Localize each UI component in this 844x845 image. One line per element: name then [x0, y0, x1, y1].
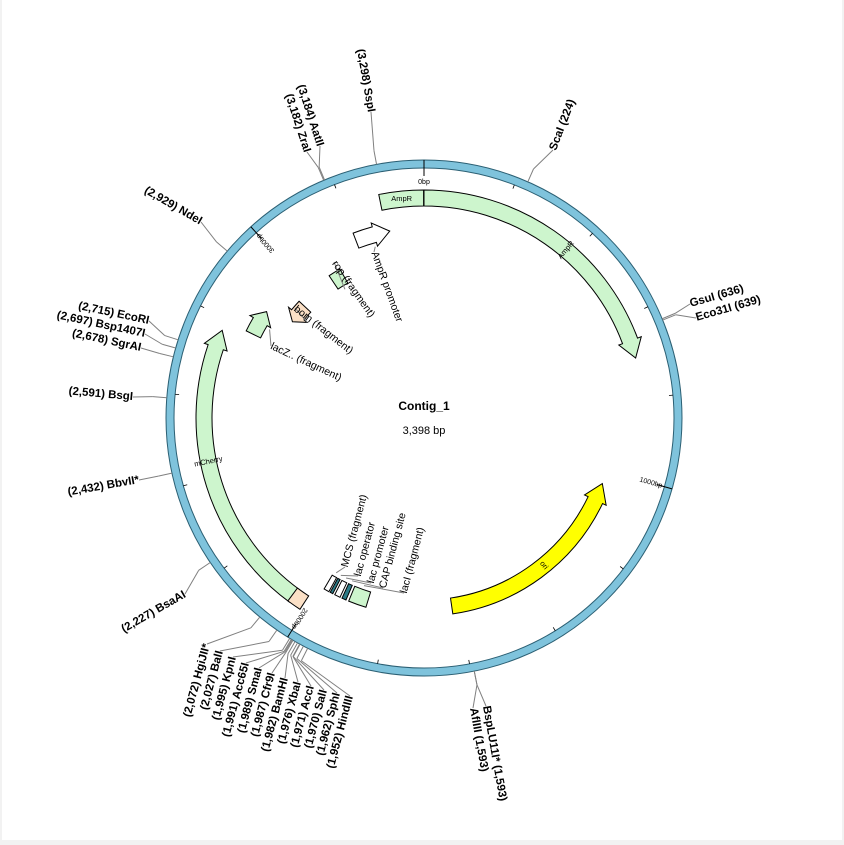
backbone-ring — [166, 160, 682, 676]
minor-tick — [224, 566, 227, 568]
tick-label: 1000bp — [639, 477, 663, 490]
minor-tick — [644, 307, 648, 309]
minor-tick — [183, 485, 187, 486]
site-leader — [675, 304, 690, 313]
minor-tick — [513, 185, 514, 189]
minor-tick — [590, 233, 593, 236]
feature-label: bom (fragment) — [291, 303, 355, 357]
minor-tick — [378, 660, 379, 664]
site-leader — [477, 685, 486, 706]
site-tick — [160, 353, 174, 356]
minor-tick — [620, 567, 623, 569]
site-tick — [162, 344, 175, 348]
site-tick — [199, 563, 211, 571]
site-label[interactable]: (2,591) BsgI — [68, 385, 133, 403]
site-leader — [149, 321, 165, 336]
site-tick — [474, 671, 477, 685]
feature-ampr-promoter[interactable] — [353, 223, 390, 248]
site-tick — [269, 630, 277, 642]
site-tick — [153, 397, 167, 398]
site-tick — [251, 617, 260, 628]
site-leader — [676, 315, 696, 318]
feature-ori[interactable] — [450, 484, 606, 614]
site-leader — [207, 628, 251, 644]
site-tick — [301, 648, 307, 660]
minor-tick — [335, 185, 336, 189]
feature-lacz[interactable] — [246, 312, 270, 338]
tick-label: 0bp — [418, 179, 430, 186]
site-leader — [201, 222, 217, 242]
site-leader — [141, 348, 160, 353]
minor-tick — [469, 660, 470, 664]
plasmid-name: Contig_1 — [398, 399, 450, 413]
site-leader — [319, 146, 320, 167]
site-leader — [285, 654, 288, 678]
feature-laci[interactable] — [349, 586, 371, 607]
site-leader — [220, 641, 269, 651]
site-leader — [297, 658, 337, 693]
site-leader — [533, 150, 553, 169]
tick-label: 3000bp — [255, 232, 276, 254]
site-tick — [158, 473, 172, 476]
site-leader — [145, 334, 162, 344]
minor-tick — [201, 306, 205, 308]
site-leader — [139, 476, 158, 480]
leader-line — [336, 567, 345, 573]
backbone-band — [170, 164, 678, 672]
site-tick — [318, 167, 323, 180]
site-label[interactable]: (2,227) BsaAI — [119, 589, 188, 636]
site-leader — [371, 112, 374, 151]
site-label[interactable]: (2,929) NdeI — [142, 185, 204, 228]
site-leader — [307, 152, 318, 167]
site-tick — [285, 640, 292, 652]
tick-label: 2000bp — [290, 606, 308, 630]
site-tick — [319, 167, 324, 180]
site-leader — [473, 685, 477, 708]
site-tick — [165, 336, 178, 340]
feature-inner-label: AmpR — [391, 194, 412, 203]
site-tick — [217, 242, 228, 251]
site-leader — [185, 570, 199, 594]
backbone-inner-edge — [174, 168, 674, 668]
feature-ampr[interactable] — [424, 190, 641, 358]
feature-label: lacZ.. (fragment) — [269, 340, 344, 383]
site-label[interactable]: (2,432) BbvII* — [67, 474, 141, 498]
site-label[interactable]: (3,298) SspI — [354, 48, 377, 113]
plasmid-length: 3,398 bp — [403, 425, 446, 437]
site-tick — [374, 151, 377, 165]
site-tick — [528, 169, 534, 182]
leader-line — [270, 329, 271, 346]
minor-tick — [553, 627, 555, 630]
site-label[interactable]: ScaI (224) — [547, 98, 578, 153]
feature-label: rop (fragment) — [329, 258, 377, 319]
